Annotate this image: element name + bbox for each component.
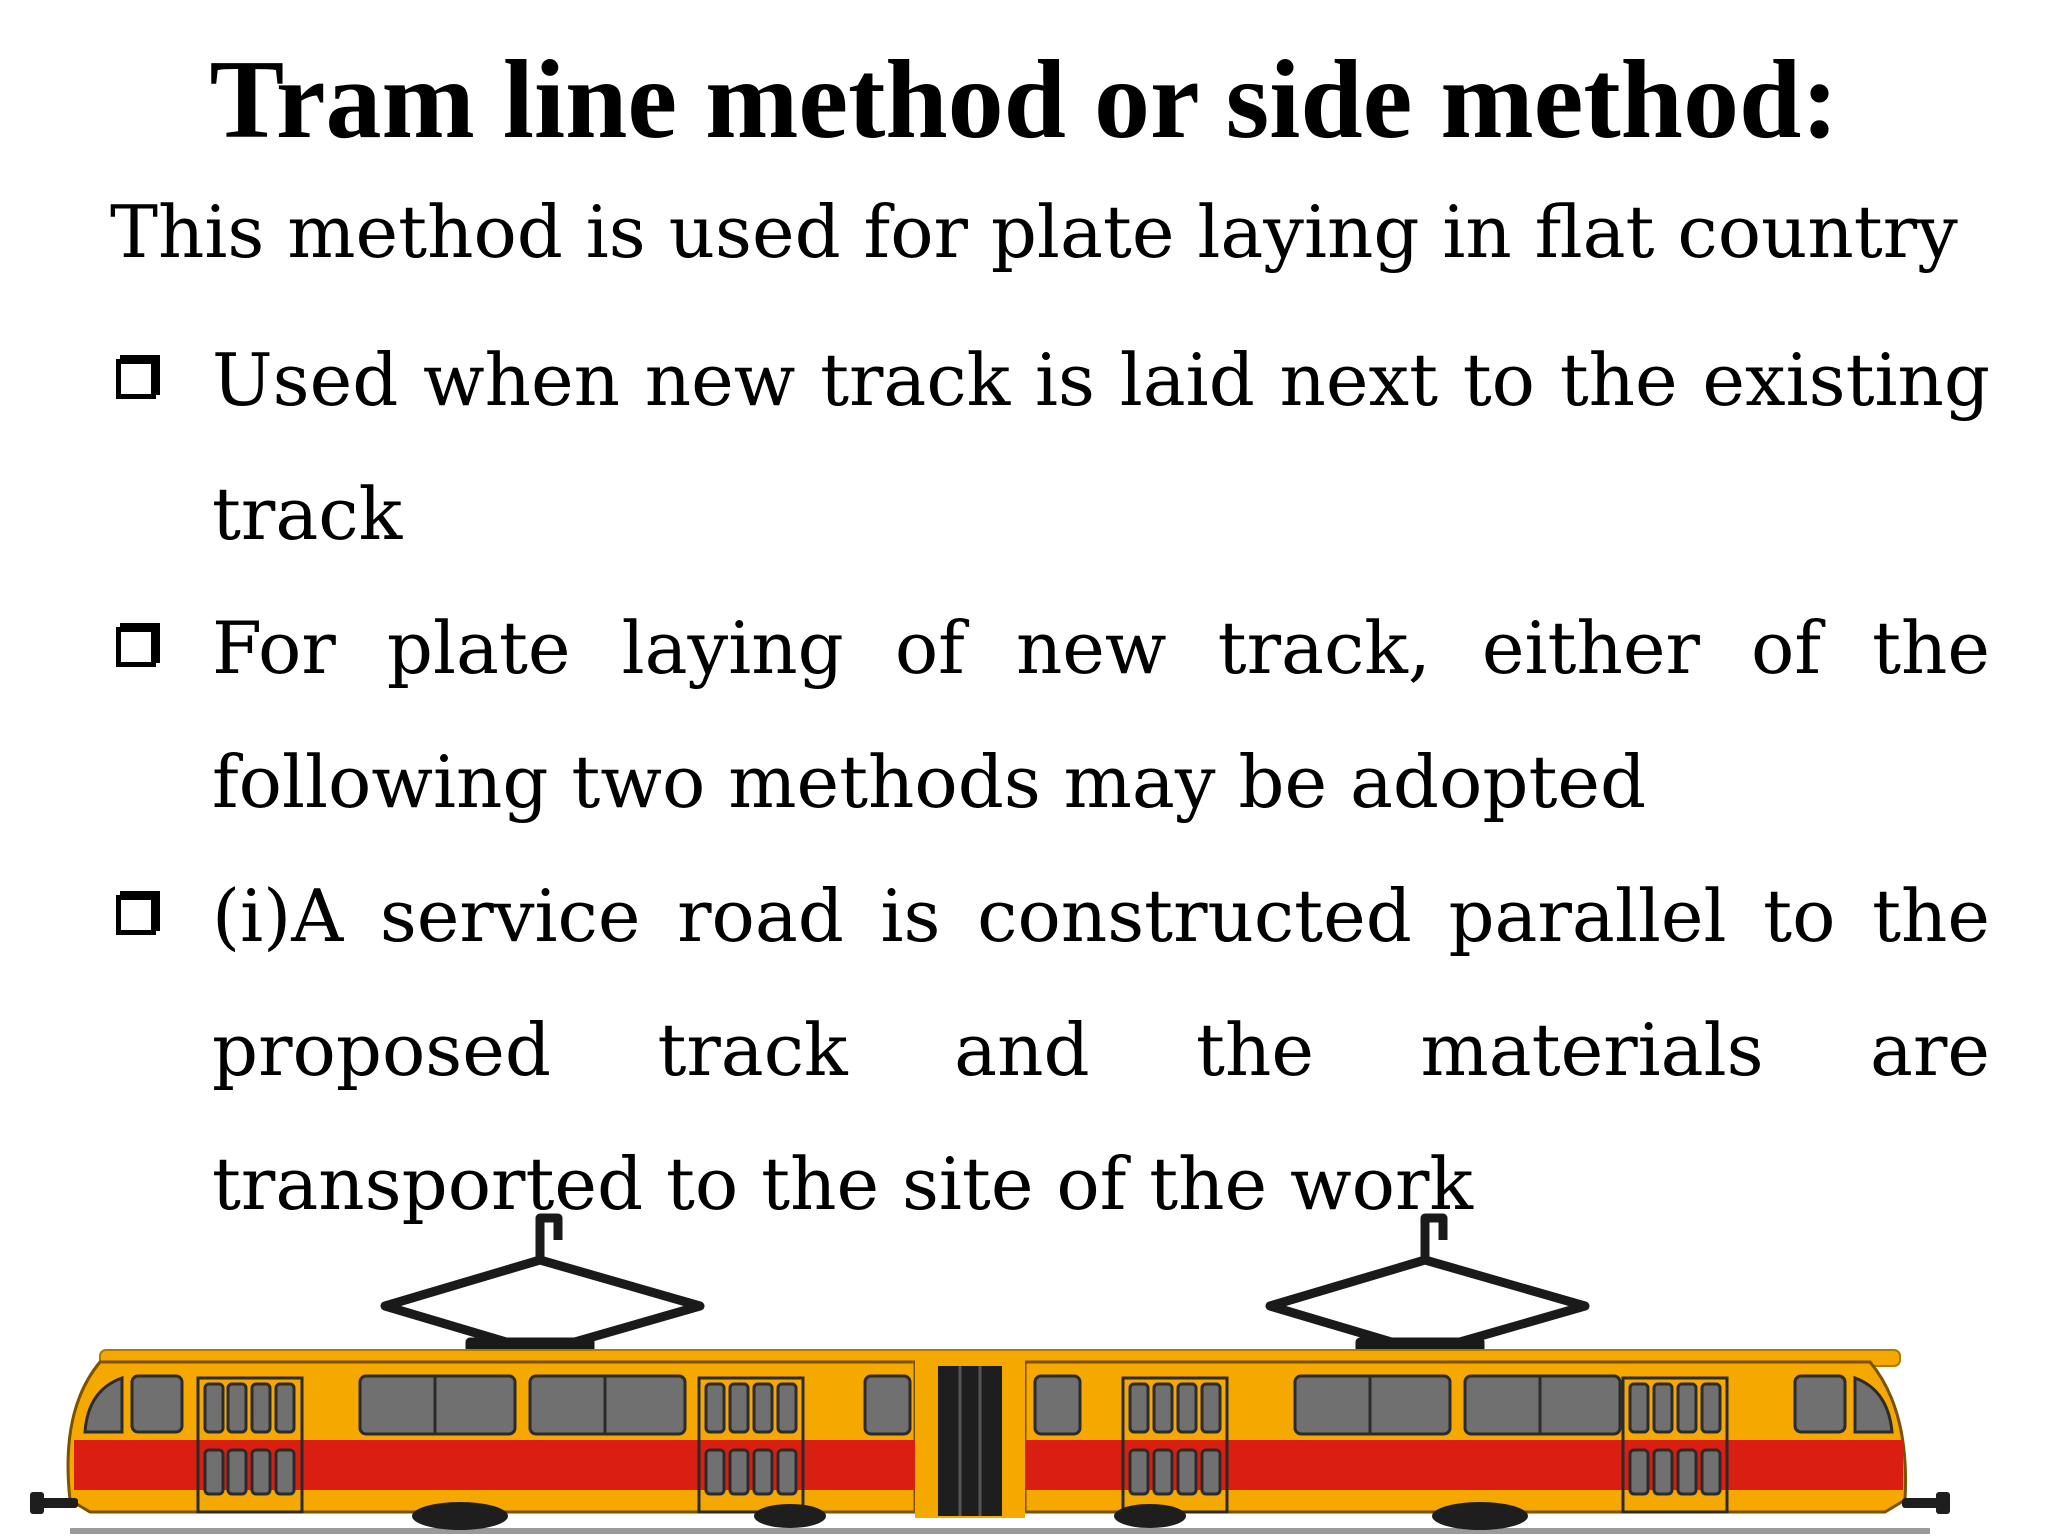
pantograph-left [380, 1213, 705, 1357]
bullet-text-1: Used when new track is laid next to the … [212, 338, 1990, 556]
intro-text: This method is used for plate laying in … [110, 190, 1958, 274]
rail-line [70, 1528, 1930, 1534]
checkbox-bullet-icon [116, 891, 160, 935]
bullet-list: Used when new track is laid next to the … [110, 313, 1990, 1251]
pantograph-right [1265, 1213, 1590, 1357]
bullet-text-2: For plate laying of new track, either of… [212, 606, 1990, 824]
slide-title: Tram line method or side method: [209, 38, 1839, 162]
bullet-text-3: (i)A service road is constructed paralle… [212, 874, 1990, 1226]
bullet-item-1: Used when new track is laid next to the … [110, 313, 1990, 581]
checkbox-bullet-icon [116, 623, 160, 667]
checkbox-bullet-icon [116, 355, 160, 399]
bullet-item-2: For plate laying of new track, either of… [110, 581, 1990, 849]
bullet-item-3: (i)A service road is constructed paralle… [110, 849, 1990, 1251]
tram-illustration [30, 1213, 1950, 1534]
